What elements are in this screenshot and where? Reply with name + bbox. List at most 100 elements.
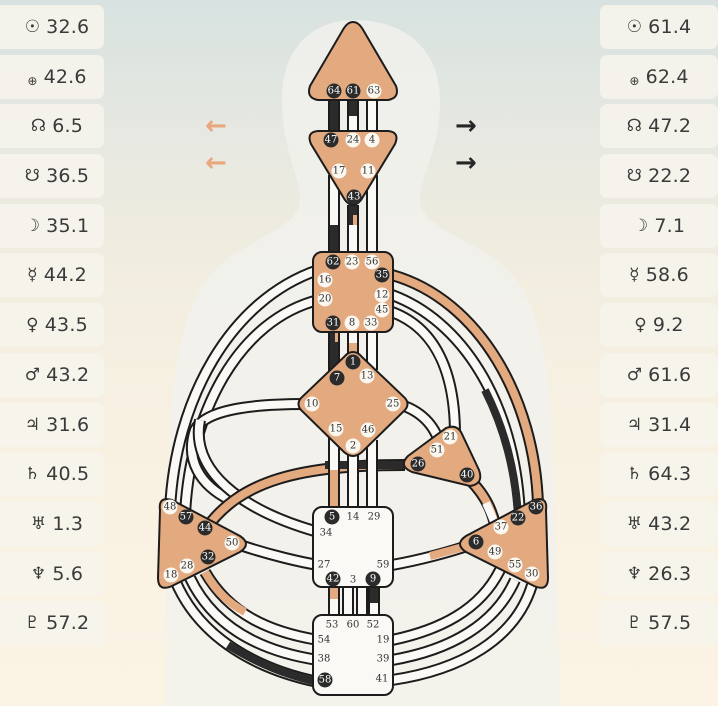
gate-38[interactable]: 38 (318, 654, 331, 665)
design-planet-sun[interactable]: ☉32.6 (0, 5, 104, 49)
channel-45-21[interactable] (389, 306, 461, 436)
personality-planet-moon[interactable]: ☽7.1 (600, 203, 718, 248)
personality-planet-venus[interactable]: ♀9.2 (600, 303, 718, 348)
gate-30[interactable]: 30 (524, 566, 540, 582)
channel-39-55[interactable] (390, 577, 521, 666)
gate-2[interactable]: 2 (345, 438, 361, 454)
channel-37-40[interactable] (465, 475, 501, 527)
design-planet-jupiter[interactable]: ♃31.6 (0, 402, 104, 447)
design-planet-venus[interactable]: ♀43.5 (0, 303, 104, 348)
design-planet-mercury[interactable]: ☿44.2 (0, 253, 104, 298)
gate-48[interactable]: 48 (162, 499, 178, 515)
gate-58[interactable]: 58 (317, 672, 333, 688)
gate-31[interactable]: 31 (325, 315, 341, 331)
gate-39[interactable]: 39 (377, 654, 390, 665)
gate-5[interactable]: 5 (324, 509, 340, 525)
design-planet-mars[interactable]: ♂43.2 (0, 352, 104, 397)
gate-15[interactable]: 15 (328, 421, 344, 437)
gate-56[interactable]: 56 (364, 254, 380, 270)
personality-planet-sun[interactable]: ☉61.4 (600, 5, 718, 49)
personality-planet-south-node[interactable]: ☋22.2 (600, 154, 718, 199)
channel-15-5[interactable] (328, 430, 340, 510)
gate-6[interactable]: 6 (468, 534, 484, 550)
gate-61[interactable]: 61 (345, 83, 361, 99)
gate-26[interactable]: 26 (410, 456, 426, 472)
channel-9-52[interactable] (368, 585, 380, 620)
channel-34-57[interactable] (192, 418, 320, 538)
gate-20[interactable]: 20 (317, 291, 333, 307)
channel-48-16[interactable] (164, 264, 320, 511)
design-planet-north-node[interactable]: ☊6.5 (0, 104, 104, 149)
gate-21[interactable]: 21 (442, 429, 458, 445)
gate-3[interactable]: 3 (350, 575, 356, 586)
center-sacral[interactable] (312, 506, 394, 588)
gate-34[interactable]: 34 (320, 528, 333, 539)
gate-62[interactable]: 62 (325, 254, 341, 270)
channel-18-58[interactable] (169, 577, 320, 688)
channel-35-36[interactable] (390, 269, 544, 506)
personality-planet-neptune[interactable]: ♆26.3 (600, 551, 718, 596)
center-ajna[interactable] (308, 130, 398, 206)
personality-planet-pluto[interactable]: ♇57.5 (600, 601, 718, 646)
center-root[interactable] (312, 614, 394, 696)
center-solar-plexus[interactable] (459, 498, 550, 589)
channel-11-56[interactable] (366, 175, 378, 255)
gate-24[interactable]: 24 (345, 132, 361, 148)
gate-32[interactable]: 32 (200, 549, 216, 565)
gate-22[interactable]: 22 (510, 510, 526, 526)
design-planet-pluto[interactable]: ♇57.2 (0, 601, 104, 646)
gate-44[interactable]: 44 (197, 520, 213, 536)
gate-8[interactable]: 8 (344, 315, 360, 331)
gate-12[interactable]: 12 (374, 287, 390, 303)
gate-60[interactable]: 60 (347, 620, 360, 631)
personality-planet-jupiter[interactable]: ♃31.4 (600, 402, 718, 447)
personality-planet-north-node[interactable]: ☊47.2 (600, 104, 718, 149)
gate-59[interactable]: 59 (377, 560, 390, 571)
center-throat[interactable] (312, 251, 394, 333)
channel-27-50[interactable] (238, 539, 320, 571)
design-planet-earth[interactable]: ⊕42.6 (0, 54, 104, 99)
channel-3-60[interactable] (342, 585, 368, 620)
gate-53[interactable]: 53 (326, 620, 339, 631)
gate-57[interactable]: 57 (178, 509, 194, 525)
gate-28[interactable]: 28 (179, 558, 195, 574)
gate-45[interactable]: 45 (374, 302, 390, 318)
channel-19-49[interactable] (390, 567, 506, 646)
channel-41-30[interactable] (391, 583, 538, 686)
gate-7[interactable]: 7 (329, 370, 345, 386)
gate-64[interactable]: 64 (326, 83, 342, 99)
design-planet-moon[interactable]: ☽35.1 (0, 203, 104, 248)
gate-27[interactable]: 27 (318, 560, 331, 571)
channel-17-62[interactable] (328, 175, 340, 255)
gate-41[interactable]: 41 (376, 674, 389, 685)
gate-25[interactable]: 25 (385, 396, 401, 412)
gate-40[interactable]: 40 (459, 467, 475, 483)
design-planet-uranus[interactable]: ♅1.3 (0, 501, 104, 546)
center-head[interactable] (308, 20, 398, 101)
gate-16[interactable]: 16 (317, 272, 333, 288)
gate-4[interactable]: 4 (364, 132, 380, 148)
channel-2-14[interactable] (347, 450, 359, 510)
gate-10[interactable]: 10 (304, 396, 320, 412)
personality-planet-uranus[interactable]: ♅43.2 (600, 501, 718, 546)
personality-planet-mars[interactable]: ♂61.6 (600, 352, 718, 397)
gate-52[interactable]: 52 (367, 620, 380, 631)
gate-9[interactable]: 9 (365, 571, 381, 587)
center-g[interactable] (297, 350, 409, 457)
gate-43[interactable]: 43 (346, 189, 362, 205)
design-planet-neptune[interactable]: ♆5.6 (0, 551, 104, 596)
gate-19[interactable]: 19 (377, 635, 390, 646)
channel-61-24[interactable] (347, 100, 359, 132)
gate-11[interactable]: 11 (360, 163, 376, 179)
gate-37[interactable]: 37 (493, 519, 509, 535)
channel-63-4[interactable] (366, 100, 378, 132)
gate-55[interactable]: 55 (507, 557, 523, 573)
gate-51[interactable]: 51 (429, 442, 445, 458)
personality-planet-saturn[interactable]: ♄64.3 (600, 452, 718, 497)
gate-50[interactable]: 50 (224, 535, 240, 551)
gate-42[interactable]: 42 (325, 571, 341, 587)
channel-8-1[interactable] (347, 330, 359, 355)
gate-47[interactable]: 47 (323, 132, 339, 148)
gate-29[interactable]: 29 (368, 512, 381, 523)
channel-64-47[interactable] (328, 100, 340, 132)
